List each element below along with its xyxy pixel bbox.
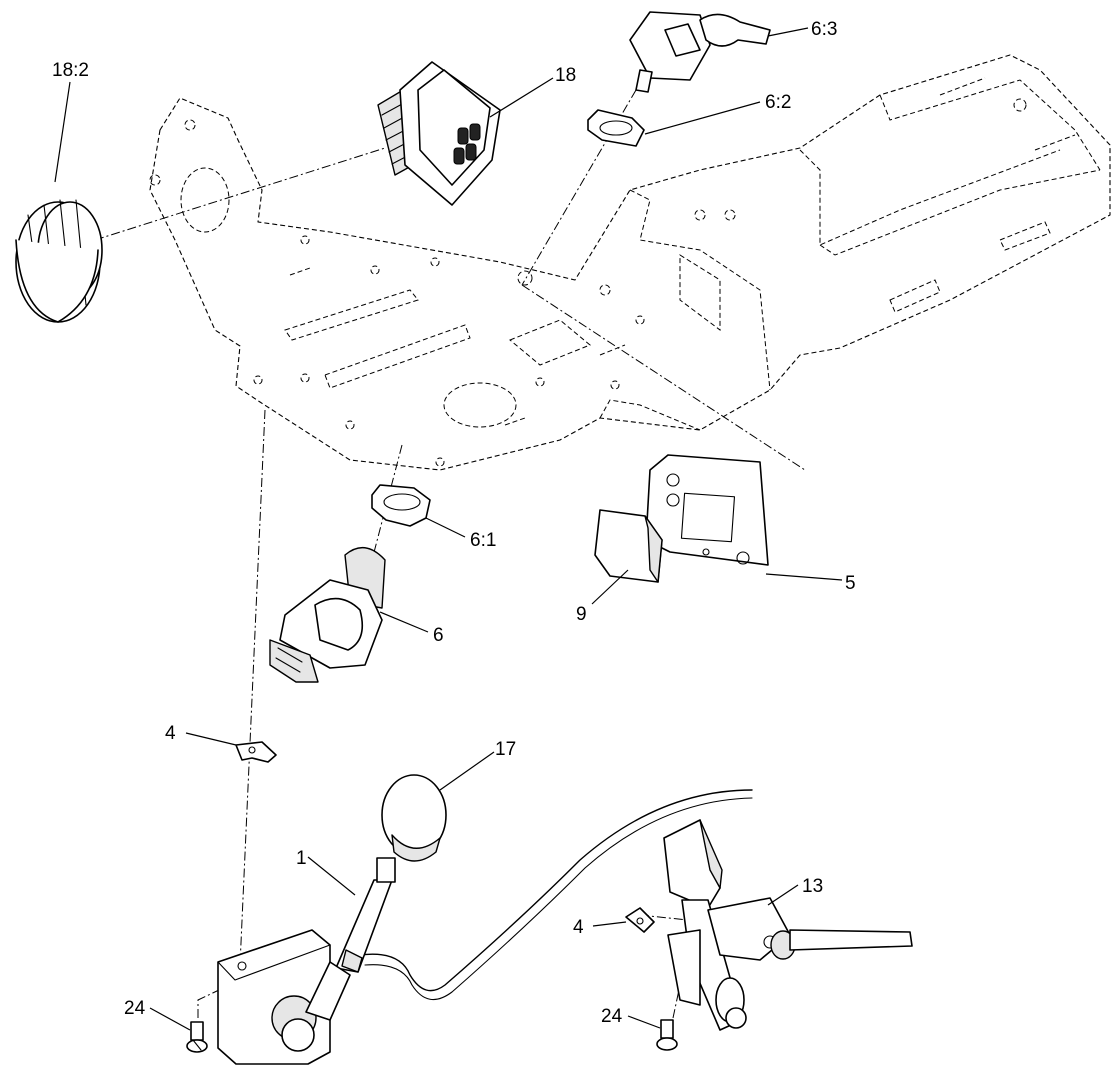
bolt-24-right [656, 1019, 678, 1051]
leader-lines [54, 27, 843, 1031]
callout-1: 1 [296, 848, 307, 869]
callout-24-right: 24 [601, 1006, 623, 1027]
callout-18: 18 [555, 65, 576, 86]
callout-6: 6 [433, 625, 444, 646]
callout-4-right: 4 [573, 917, 584, 938]
control-cable [359, 789, 753, 1001]
callout-5: 5 [845, 573, 856, 594]
mounting-plate-frame [149, 54, 1111, 471]
callout-17: 17 [495, 739, 516, 760]
callout-24-left: 24 [124, 998, 146, 1019]
callout-9: 9 [576, 604, 587, 625]
callout-6-1: 6:1 [470, 530, 496, 551]
bolt-24-left [186, 1021, 208, 1053]
ignition-switch-6 [269, 547, 386, 683]
callout-labels: 18:2 18 6:3 6:2 6:1 6 5 9 4 17 1 13 4 24… [52, 19, 856, 1027]
callout-13: 13 [802, 876, 823, 897]
pedal-assembly-13 [663, 819, 913, 1031]
throttle-lever-assembly [217, 774, 447, 1065]
key-nut-6-2 [587, 109, 645, 147]
callout-6-2: 6:2 [765, 92, 791, 113]
callout-4-left: 4 [165, 723, 176, 744]
switch-nut-6-1 [371, 484, 431, 527]
clip-nut-4-right [625, 907, 655, 933]
panel-plate-5 [645, 454, 769, 566]
switch-cover-9 [594, 509, 663, 583]
callout-18-2: 18:2 [52, 60, 89, 81]
ring-nut-18-2 [15, 199, 103, 323]
clip-nut-4-left [235, 741, 277, 763]
callout-6-3: 6:3 [811, 19, 837, 40]
hour-meter-18 [377, 61, 501, 206]
ignition-key-6-3 [629, 11, 771, 93]
